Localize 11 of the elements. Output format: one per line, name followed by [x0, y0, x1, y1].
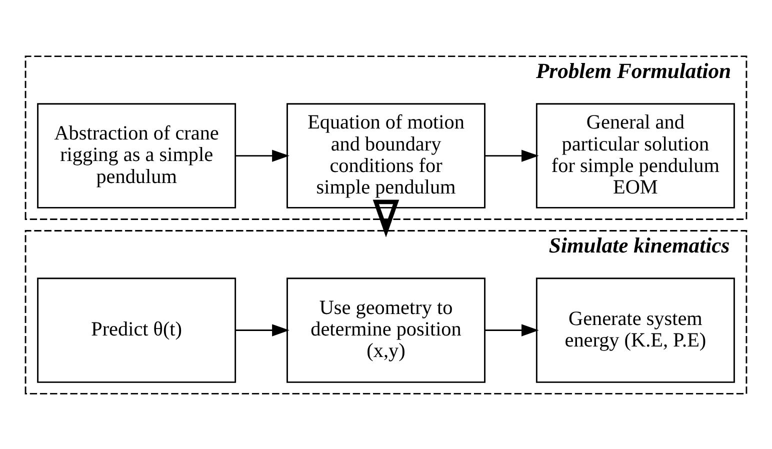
arrow: [484, 324, 539, 336]
arrow: [235, 149, 290, 162]
node-box: Equation of motion and boundary conditions for simple pendulum: [286, 102, 486, 208]
node-box: Predict θ(t): [37, 277, 236, 382]
arrow: [484, 149, 539, 162]
node-box: General and particular solution for simple pendulum EOM: [536, 102, 735, 208]
node-box: Generate system energy (K.E, P.E): [536, 277, 735, 382]
arrow: [235, 324, 290, 336]
arrow: [372, 199, 400, 237]
node-box: Use geometry to determine position (x,y): [286, 277, 486, 382]
node-box: Abstraction of crane rigging as a simple pendulum: [37, 102, 236, 208]
